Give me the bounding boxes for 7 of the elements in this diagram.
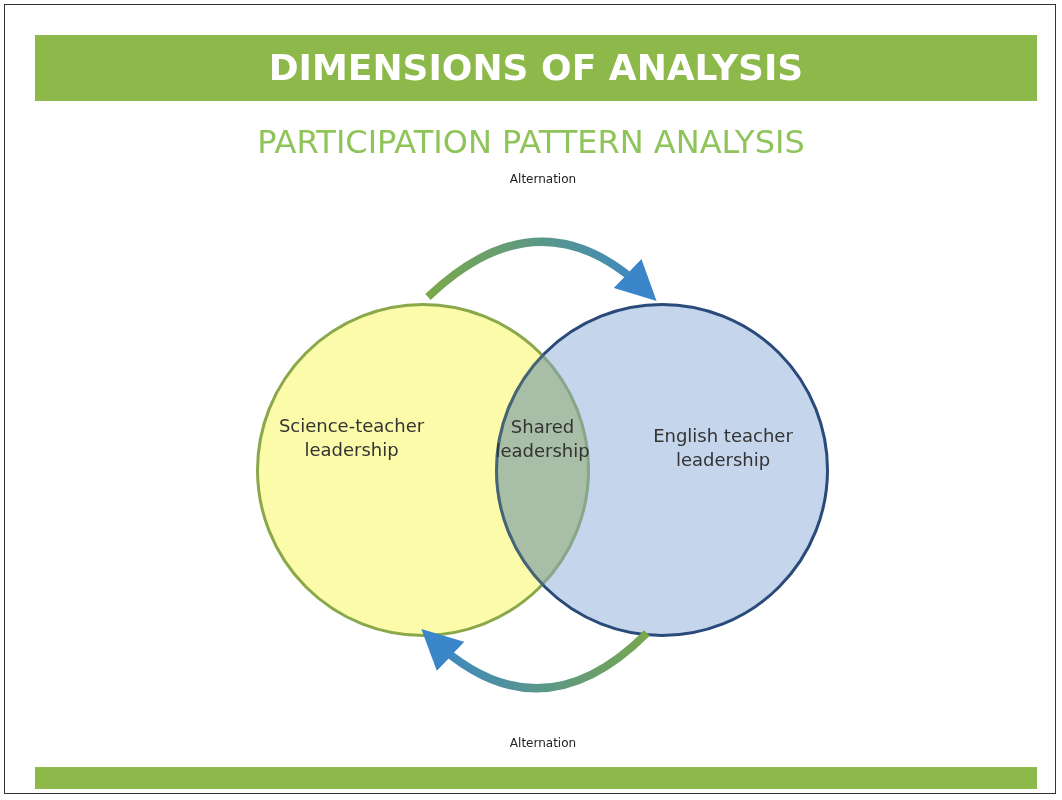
subtitle: PARTICIPATION PATTERN ANALYSIS bbox=[256, 123, 806, 161]
title: DIMENSIONS OF ANALYSIS bbox=[267, 46, 805, 90]
node-label: Science-teacher leadership bbox=[277, 414, 426, 462]
curved-arrow bbox=[425, 237, 658, 301]
overlap-region bbox=[495, 353, 590, 587]
curved-arrow bbox=[420, 629, 650, 693]
node-label: English teacher leadership bbox=[652, 424, 794, 472]
